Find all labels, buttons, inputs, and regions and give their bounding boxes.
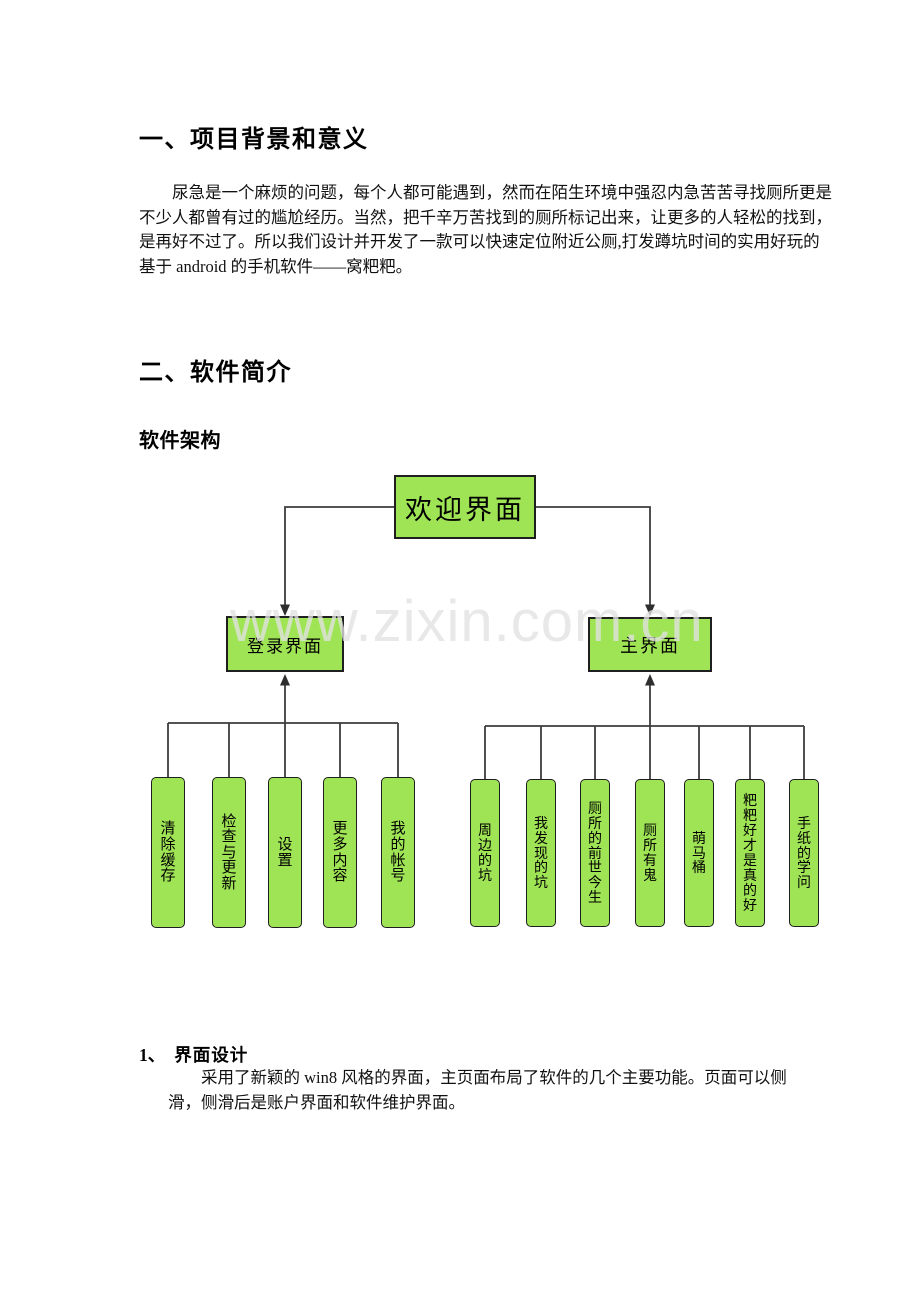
flowchart-node-main-child-nearby-pits: 周边的坑 (470, 779, 500, 927)
list-item-number: 1、 (139, 1045, 166, 1065)
flowchart-node-main: 主界面 (588, 617, 712, 672)
node-label: 设置 (277, 835, 293, 869)
flowchart-node-main-child-paper-knowledge: 手纸的学问 (789, 779, 819, 927)
arrow-up-login (280, 674, 290, 686)
list-item-heading: 1、界面设计 (139, 1042, 248, 1067)
flowchart-node-login-child-clear-cache: 清除缓存 (151, 777, 185, 928)
paragraph-line: 滑，侧滑后是账户界面和软件维护界面。 (168, 1092, 465, 1112)
node-label: 厕所的前世今生 (588, 799, 602, 906)
node-label: 主界面 (620, 635, 680, 656)
node-label: 更多内容 (332, 820, 348, 885)
flowchart-node-login-child-my-account: 我的帐号 (381, 777, 415, 928)
arrow-up-main (645, 674, 655, 686)
paragraph-line: 是再好不过了。所以我们设计并开发了一款可以快速定位附近公厕,打发蹲坑时间的实用好… (139, 232, 820, 252)
node-label: 登录界面 (247, 636, 323, 656)
list-item-title: 界面设计 (174, 1045, 249, 1065)
node-label: 萌马桶 (692, 829, 706, 876)
architecture-subheading: 软件架构 (139, 430, 221, 452)
section2-heading: 二、软件简介 (139, 359, 292, 386)
node-label: 周边的坑 (478, 822, 492, 883)
node-label: 欢迎界面 (405, 494, 525, 525)
flowchart-node-main-child-toilet-ghost: 厕所有鬼 (635, 779, 665, 927)
section1-heading: 一、项目背景和意义 (139, 126, 369, 153)
node-label: 检查与更新 (221, 812, 237, 892)
flowchart-node-login-child-more-content: 更多内容 (323, 777, 357, 928)
flowchart-node-login-child-settings: 设置 (268, 777, 302, 928)
arrow-down-main (645, 604, 655, 616)
flowchart-node-main-child-cute-toilet: 萌马桶 (684, 779, 714, 927)
node-label: 粑粑好才是真的好 (743, 792, 757, 913)
section1-paragraph: 尿急是一个麻烦的问题，每个人都可能遇到，然而在陌生环境中强忍内急苦苦寻找厕所更是… (139, 181, 832, 279)
flowchart-node-main-child-toilet-history: 厕所的前世今生 (580, 779, 610, 927)
node-label: 我发现的坑 (534, 814, 548, 891)
node-label: 清除缓存 (160, 820, 176, 885)
paragraph-line: 基于 android 的手机软件——窝粑粑。 (139, 256, 413, 276)
connector-welcome-to-main (536, 506, 651, 605)
paragraph-line: 采用了新颖的 win8 风格的界面，主页面布局了软件的几个主要功能。页面可以侧 (201, 1068, 787, 1087)
flowchart-node-welcome: 欢迎界面 (394, 475, 536, 539)
flowchart-node-main-child-good-poop: 粑粑好才是真的好 (735, 779, 765, 927)
flowchart-node-main-child-my-found-pits: 我发现的坑 (526, 779, 556, 927)
flowchart-node-login: 登录界面 (226, 616, 344, 672)
arrow-down-login (280, 604, 290, 616)
list-item-paragraph: 采用了新颖的 win8 风格的界面，主页面布局了软件的几个主要功能。页面可以侧 … (168, 1066, 787, 1115)
flowchart-node-login-child-check-update: 检查与更新 (212, 777, 246, 928)
node-label: 我的帐号 (390, 820, 406, 885)
connector-welcome-to-login (284, 506, 394, 605)
paragraph-line: 不少人都曾有过的尴尬经历。当然，把千辛万苦找到的厕所标记出来，让更多的人轻松的找… (139, 207, 832, 227)
paragraph-line: 尿急是一个麻烦的问题，每个人都可能遇到，然而在陌生环境中强忍内急苦苦寻找厕所更是 (172, 183, 832, 202)
node-label: 厕所有鬼 (643, 822, 657, 883)
node-label: 手纸的学问 (797, 814, 811, 891)
